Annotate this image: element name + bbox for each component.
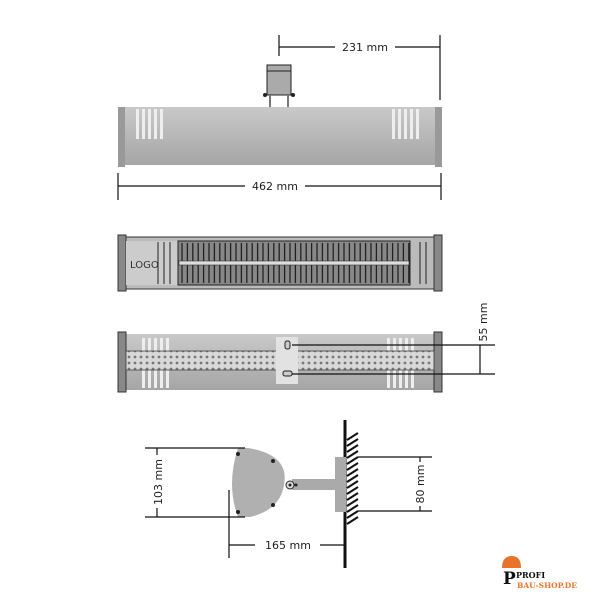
- wall-hatch: [346, 444, 359, 453]
- wall-hatch: [346, 504, 359, 513]
- svg-text:P: P: [503, 569, 516, 589]
- wall-hatch: [346, 510, 359, 519]
- helmet-icon: [502, 556, 521, 568]
- dimension-label: 165 mm: [265, 539, 311, 552]
- dimension-label: 80 mm: [414, 465, 427, 504]
- mount-plate: [276, 337, 298, 384]
- wall-hatch: [346, 480, 359, 489]
- wall-hatch: [346, 438, 359, 447]
- dimension-231: [278, 35, 441, 100]
- dimension-462: [117, 173, 442, 200]
- logo-text: LOGO: [130, 260, 159, 271]
- side-view: 103 mm 80 mm 165 mm: [145, 420, 432, 568]
- wall-hatch: [346, 462, 359, 471]
- bottom-view: 55 mm: [117, 303, 495, 393]
- wall-hatch: [346, 498, 359, 507]
- profi-bau-shop-logo: P PROFI BAU-SHOP.DE: [502, 556, 577, 590]
- dimension-label: 231 mm: [342, 41, 388, 54]
- wall-hatch: [346, 468, 359, 477]
- mount-bracket: [266, 64, 292, 96]
- wall-hatch: [346, 516, 359, 525]
- wall-hatch: [346, 492, 359, 501]
- wall-hatch: [346, 486, 359, 495]
- dimension-label: 462 mm: [252, 180, 298, 193]
- heater-head: [232, 448, 285, 517]
- wall-hatch: [346, 474, 359, 483]
- wall-plate: [335, 457, 346, 512]
- dimension-label: 103 mm: [152, 459, 165, 505]
- top-view: 231 mm 462 mm: [117, 35, 442, 200]
- heater-body: [118, 107, 442, 165]
- wall-hatch: [346, 432, 359, 441]
- svg-text:BAU-SHOP.DE: BAU-SHOP.DE: [517, 581, 577, 590]
- dimension-label: 55 mm: [477, 303, 490, 342]
- dimension-55: [292, 344, 495, 375]
- front-view: LOGO: [117, 234, 443, 292]
- arm: [292, 479, 336, 490]
- wall-hatch: [346, 450, 359, 459]
- wall-hatch: [346, 456, 359, 465]
- svg-text:PROFI: PROFI: [516, 570, 545, 580]
